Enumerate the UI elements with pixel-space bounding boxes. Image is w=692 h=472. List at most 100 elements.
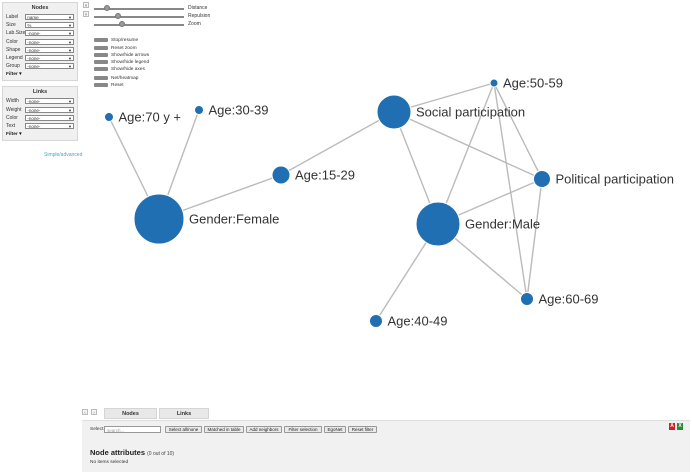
nodes-select-size[interactable]: %▼: [25, 22, 74, 29]
nodes-select-shape[interactable]: -none- ▼: [25, 46, 74, 53]
control-button[interactable]: [94, 37, 108, 43]
nodes-select-legend[interactable]: -none-▼: [25, 55, 74, 62]
matched-in-table-button[interactable]: Matched in table: [204, 426, 244, 433]
control-reset-zoom[interactable]: Reset zoom: [94, 45, 137, 51]
graph-node-political[interactable]: [533, 170, 551, 188]
nodes-select-labsize[interactable]: -none-▼: [25, 30, 74, 37]
graph-node-age15[interactable]: [271, 165, 291, 185]
tab-nodes[interactable]: Nodes: [104, 408, 157, 419]
graph-link-age15-social[interactable]: [280, 111, 395, 176]
excel-export-icon[interactable]: X: [677, 423, 683, 430]
nav-left-icon[interactable]: ‹: [82, 409, 88, 415]
graph-node-age50[interactable]: [489, 78, 499, 88]
graph-node-age30[interactable]: [194, 105, 204, 115]
graph-node-female[interactable]: [133, 193, 185, 245]
control-net-heatmap[interactable]: Net/heatmap: [94, 75, 138, 81]
control-button[interactable]: [94, 75, 108, 81]
graph-node-age70[interactable]: [104, 112, 114, 122]
chevron-down-icon: ▼: [68, 15, 72, 21]
slider-repulsion[interactable]: Repulsion: [94, 13, 214, 20]
control-reset[interactable]: Reset: [94, 82, 124, 88]
links-select-width[interactable]: -none-▼: [25, 98, 74, 105]
slider-handle[interactable]: [119, 21, 126, 27]
nodes-row-label: Size: [6, 22, 16, 29]
control-label: Show/hide legend: [111, 59, 150, 65]
nodes-select-value: -none-: [27, 31, 41, 37]
graph-link-social-political[interactable]: [393, 111, 543, 180]
slider-track[interactable]: [94, 8, 184, 10]
add-neighbors-button[interactable]: Add neighbors: [246, 426, 282, 433]
slider-label: Repulsion: [188, 13, 211, 19]
links-row-weight: Weight-none-▼: [6, 106, 74, 114]
nodes-row-label: Label: [6, 14, 19, 21]
control-show-hide-arrows[interactable]: Show/hide arrows: [94, 52, 149, 58]
collapse-up-icon[interactable]: ˄: [83, 2, 89, 8]
links-row-label: Width: [6, 98, 19, 105]
control-show-hide-axes[interactable]: Show/hide axes: [94, 66, 145, 72]
chevron-down-icon: ▼: [68, 47, 72, 53]
collapse-down-icon[interactable]: ˅: [83, 11, 89, 17]
links-select-weight[interactable]: -none-▼: [25, 106, 74, 113]
slider-zoom[interactable]: Zoom: [94, 21, 214, 28]
control-label: Reset: [111, 82, 124, 88]
nodes-select-label[interactable]: name▼: [25, 14, 74, 21]
nodes-row-label: Group: [6, 63, 20, 70]
graph-nodes: Age:70 y +Age:30-39Gender:FemaleAge:15-2…: [104, 76, 674, 329]
graph-node-age40[interactable]: [369, 314, 383, 328]
nodes-select-color[interactable]: -none-▼: [25, 38, 74, 45]
nodes-select-group[interactable]: -none-▼: [25, 63, 74, 70]
control-button[interactable]: [94, 52, 108, 58]
chevron-down-icon: ▼: [68, 123, 72, 129]
slider-label: Distance: [188, 5, 208, 11]
control-button[interactable]: [94, 59, 108, 65]
select-all-none-button[interactable]: Select all/none: [165, 426, 202, 433]
nodes-row-group: Group -none-▼: [6, 62, 74, 70]
slider-track[interactable]: [94, 24, 184, 26]
simple-advanced-link[interactable]: Simple/advanced: [44, 152, 83, 158]
links-select-text[interactable]: -none-▼: [25, 122, 74, 129]
no-items-message: No items selected: [90, 460, 129, 465]
node-attributes-title: Node attributes (0 out of 10): [90, 448, 175, 457]
slider-distance[interactable]: Distance: [94, 5, 214, 12]
graph-link-age50-political[interactable]: [493, 82, 543, 180]
search-input[interactable]: search...: [104, 426, 161, 433]
nodes-row-color: Color-none-▼: [6, 38, 74, 46]
links-row-width: Width -none-▼: [6, 97, 74, 105]
egonet-button[interactable]: EgoNet: [324, 426, 346, 433]
control-stop-resume[interactable]: Stop/resume: [94, 37, 138, 43]
links-row-label: Color: [6, 114, 18, 121]
links-select-color[interactable]: -none-▼: [25, 114, 74, 121]
links-panel-title: Links: [32, 89, 48, 96]
control-button[interactable]: [94, 45, 108, 51]
nodes-select-value: -none-: [27, 47, 41, 53]
slider-handle[interactable]: [115, 13, 121, 19]
graph-link-age50-age60[interactable]: [493, 82, 528, 300]
control-show-hide-legend[interactable]: Show/hide legend: [94, 59, 149, 65]
nodes-row-label: Legend: [6, 55, 23, 62]
nodes-filter-button[interactable]: Filter ▾: [6, 72, 22, 78]
reset-filter-button[interactable]: Reset filter: [348, 426, 377, 433]
graph-link-age50-male[interactable]: [437, 82, 495, 225]
nav-right-icon[interactable]: ›: [91, 409, 97, 415]
tab-links[interactable]: Links: [159, 408, 209, 419]
graph-node-male[interactable]: [415, 201, 461, 247]
graph-node-label-age40: Age:40-49: [388, 314, 448, 329]
filter-selection-button[interactable]: Filter selection: [284, 426, 322, 433]
control-button[interactable]: [94, 82, 108, 88]
nodes-row-shape: Shape-none-▼: [6, 46, 74, 54]
graph-node-social[interactable]: [376, 94, 412, 130]
slider-handle[interactable]: [104, 5, 111, 11]
links-filter-button[interactable]: Filter ▾: [6, 132, 22, 138]
graph-link-political-age60[interactable]: [526, 178, 543, 300]
slider-track[interactable]: [94, 16, 184, 18]
nodes-select-value: %: [27, 23, 32, 29]
links-select-value: -none-: [27, 99, 41, 105]
control-button[interactable]: [94, 66, 108, 72]
nodes-row-label: Label name▼: [6, 13, 74, 21]
pdf-export-icon[interactable]: A: [669, 423, 675, 430]
chevron-down-icon: ▼: [68, 64, 72, 70]
control-label: Reset zoom: [111, 45, 137, 51]
graph-node-age60[interactable]: [520, 292, 534, 306]
